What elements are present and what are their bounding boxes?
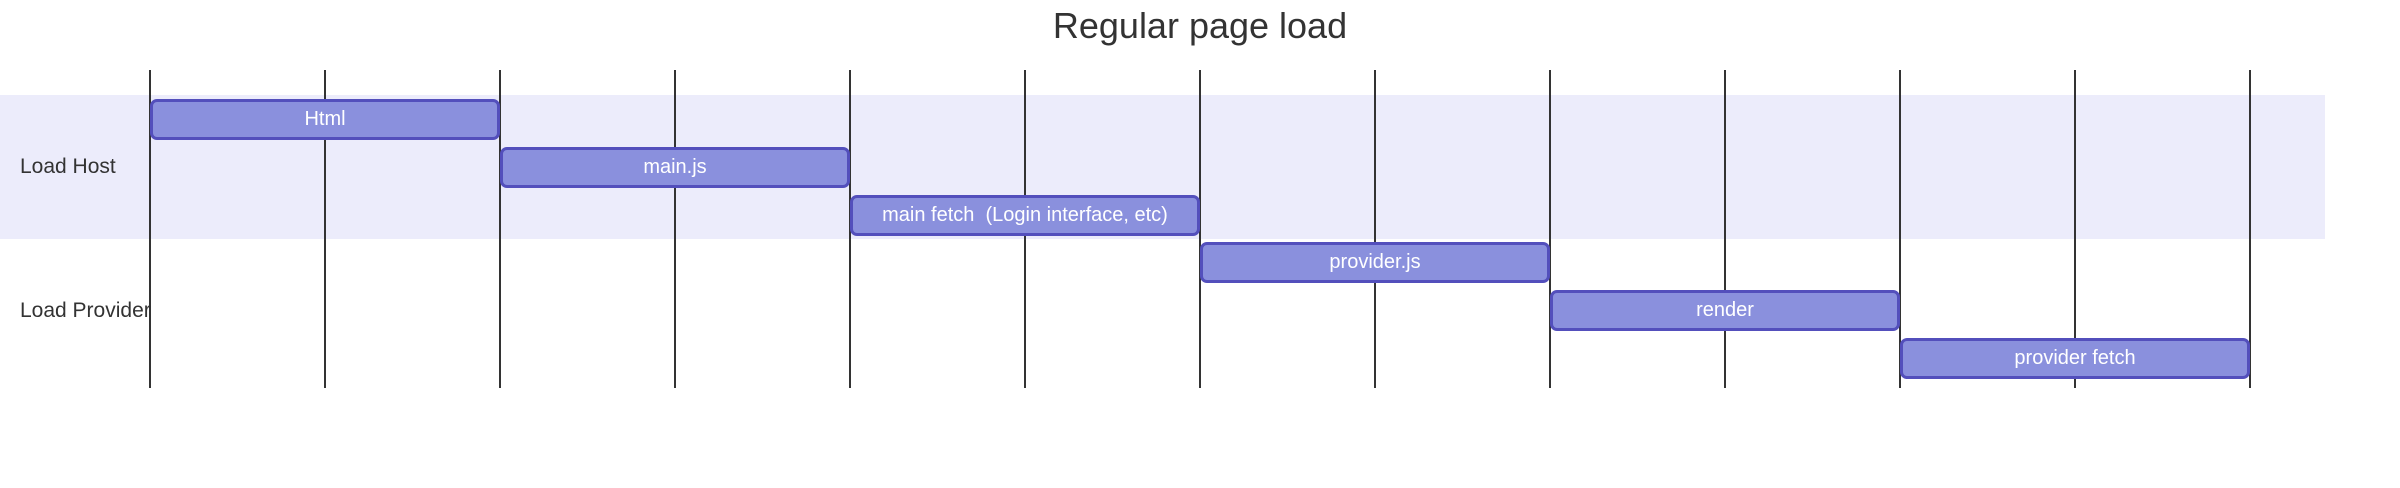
grid-line-tick-12 [2249, 70, 2251, 388]
section-label-load-host: Load Host [20, 155, 116, 178]
task-bar-label: main fetch (Login interface, etc) [882, 203, 1168, 226]
grid-line-tick-0 [149, 70, 151, 388]
task-bar-main-js: main.js [500, 146, 850, 188]
task-bar-label: render [1696, 299, 1754, 322]
task-bar-main-fetch-login-interface-etc: main fetch (Login interface, etc) [850, 194, 1200, 236]
task-bar-label: provider fetch [2014, 347, 2136, 369]
grid-line-tick-9 [1724, 70, 1726, 388]
grid-line-tick-11 [2074, 70, 2076, 388]
grid-line-tick-7 [1374, 70, 1376, 388]
grid-line-tick-6 [1199, 70, 1201, 388]
section-label-load-provider: Load Provider [20, 299, 151, 322]
task-bar-label: main.js [643, 155, 707, 178]
task-bar-provider-js: provider.js [1200, 242, 1550, 284]
grid-line-tick-2 [499, 70, 501, 388]
task-bar-html: Html [150, 99, 500, 140]
grid-line-tick-3 [674, 70, 676, 388]
task-bar-provider-fetch: provider fetch [1900, 338, 2250, 379]
grid-line-tick-1 [324, 70, 326, 388]
task-bar-label: provider.js [1329, 251, 1421, 274]
grid-line-tick-8 [1549, 70, 1551, 388]
chart-title: Regular page load [1052, 5, 1348, 46]
grid-line-tick-10 [1899, 70, 1901, 388]
task-bar-label: Html [304, 108, 346, 130]
task-bar-render: render [1550, 290, 1900, 332]
